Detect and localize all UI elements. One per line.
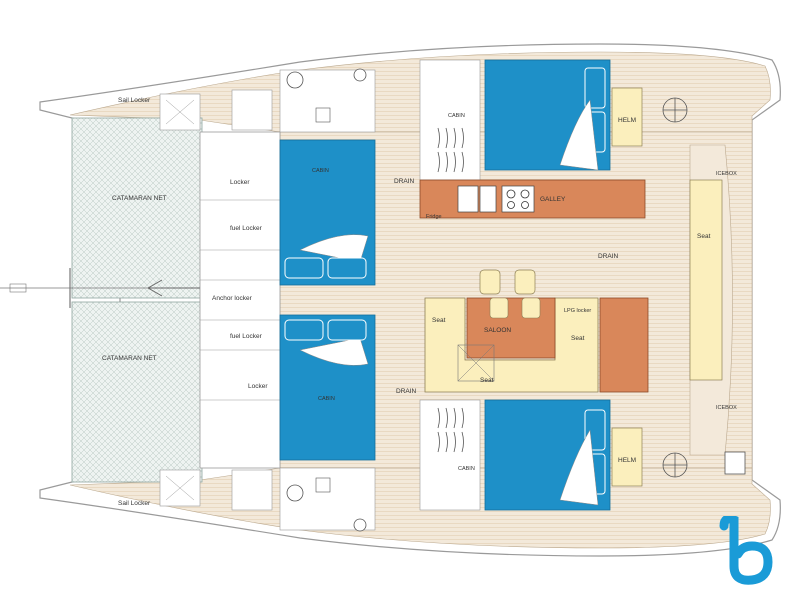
stool-4 xyxy=(521,297,541,319)
toilet-icon-top xyxy=(286,71,304,89)
cabin-aft-port-label: CABIN xyxy=(448,113,465,119)
sail-locker-bottom-label: Sail Locker xyxy=(118,500,151,507)
lpg-locker-label: LPG locker xyxy=(564,308,591,314)
catamaran-net-bottom xyxy=(71,301,203,483)
steering-wheel-icon-top xyxy=(662,97,688,123)
helm-seat-top xyxy=(611,87,643,147)
drain-middle-label: DRAIN xyxy=(598,253,619,260)
saloon-table xyxy=(466,297,556,359)
stool-3 xyxy=(489,297,509,319)
seat-right-label: Seat xyxy=(571,335,585,342)
sail-locker-top-label: Sail Locker xyxy=(118,97,151,104)
cockpit-seat xyxy=(689,179,723,381)
icebox-top-label: ICEBOX xyxy=(716,171,737,177)
cabin-aft-stbd-label: CABIN xyxy=(458,466,475,472)
pillow-4 xyxy=(327,319,367,341)
toilet-icon-bottom xyxy=(286,484,304,502)
galley-label: GALLEY xyxy=(540,196,566,203)
catamaran-net-top xyxy=(71,117,203,299)
saloon-label: SALOON xyxy=(484,327,511,334)
b-logo-icon xyxy=(712,514,782,594)
shower-grate-top xyxy=(437,127,464,173)
anchor-locker-label: Anchor locker xyxy=(212,295,253,302)
fridge-label: Fridge xyxy=(426,214,442,220)
pillow-3 xyxy=(284,319,324,341)
locker-top-label: Locker xyxy=(230,179,250,186)
stove-icon xyxy=(501,185,535,213)
seat-bottom-label: Seat xyxy=(480,377,494,384)
seat-left-label: Seat xyxy=(432,317,446,324)
cabin-fwd-stbd-label: CABIN xyxy=(318,396,335,402)
sink-icon xyxy=(457,185,479,213)
steering-wheel-icon-bottom xyxy=(662,452,688,478)
icebox-bottom-label: ICEBOX xyxy=(716,405,737,411)
cabin-fwd-port-label: CABIN xyxy=(312,168,329,174)
seat-cockpit-label: Seat xyxy=(697,233,711,240)
catamaran-net-top-label: CATAMARAN NET xyxy=(112,195,167,202)
drain-bottom-label: DRAIN xyxy=(396,388,417,395)
catamaran-net-bottom-label: CATAMARAN NET xyxy=(102,355,157,362)
shower-grate-bottom xyxy=(437,407,464,453)
stool-2 xyxy=(514,269,536,295)
nav-table xyxy=(599,297,649,393)
fuel-locker-bottom-label: fuel Locker xyxy=(230,333,263,340)
pillow-1 xyxy=(284,257,324,279)
anchor-arrow-icon xyxy=(147,279,200,297)
winch-icon xyxy=(724,451,746,475)
forward-locker-area xyxy=(199,131,281,469)
helm-seat-bottom xyxy=(611,427,643,487)
helm-top-label: HELM xyxy=(618,117,636,124)
fuel-locker-top-label: fuel Locker xyxy=(230,225,263,232)
drain-top-label: DRAIN xyxy=(394,178,415,185)
pillow-2 xyxy=(327,257,367,279)
stool-1 xyxy=(479,269,501,295)
locker-bottom-label: Locker xyxy=(248,383,268,390)
helm-bottom-label: HELM xyxy=(618,457,636,464)
